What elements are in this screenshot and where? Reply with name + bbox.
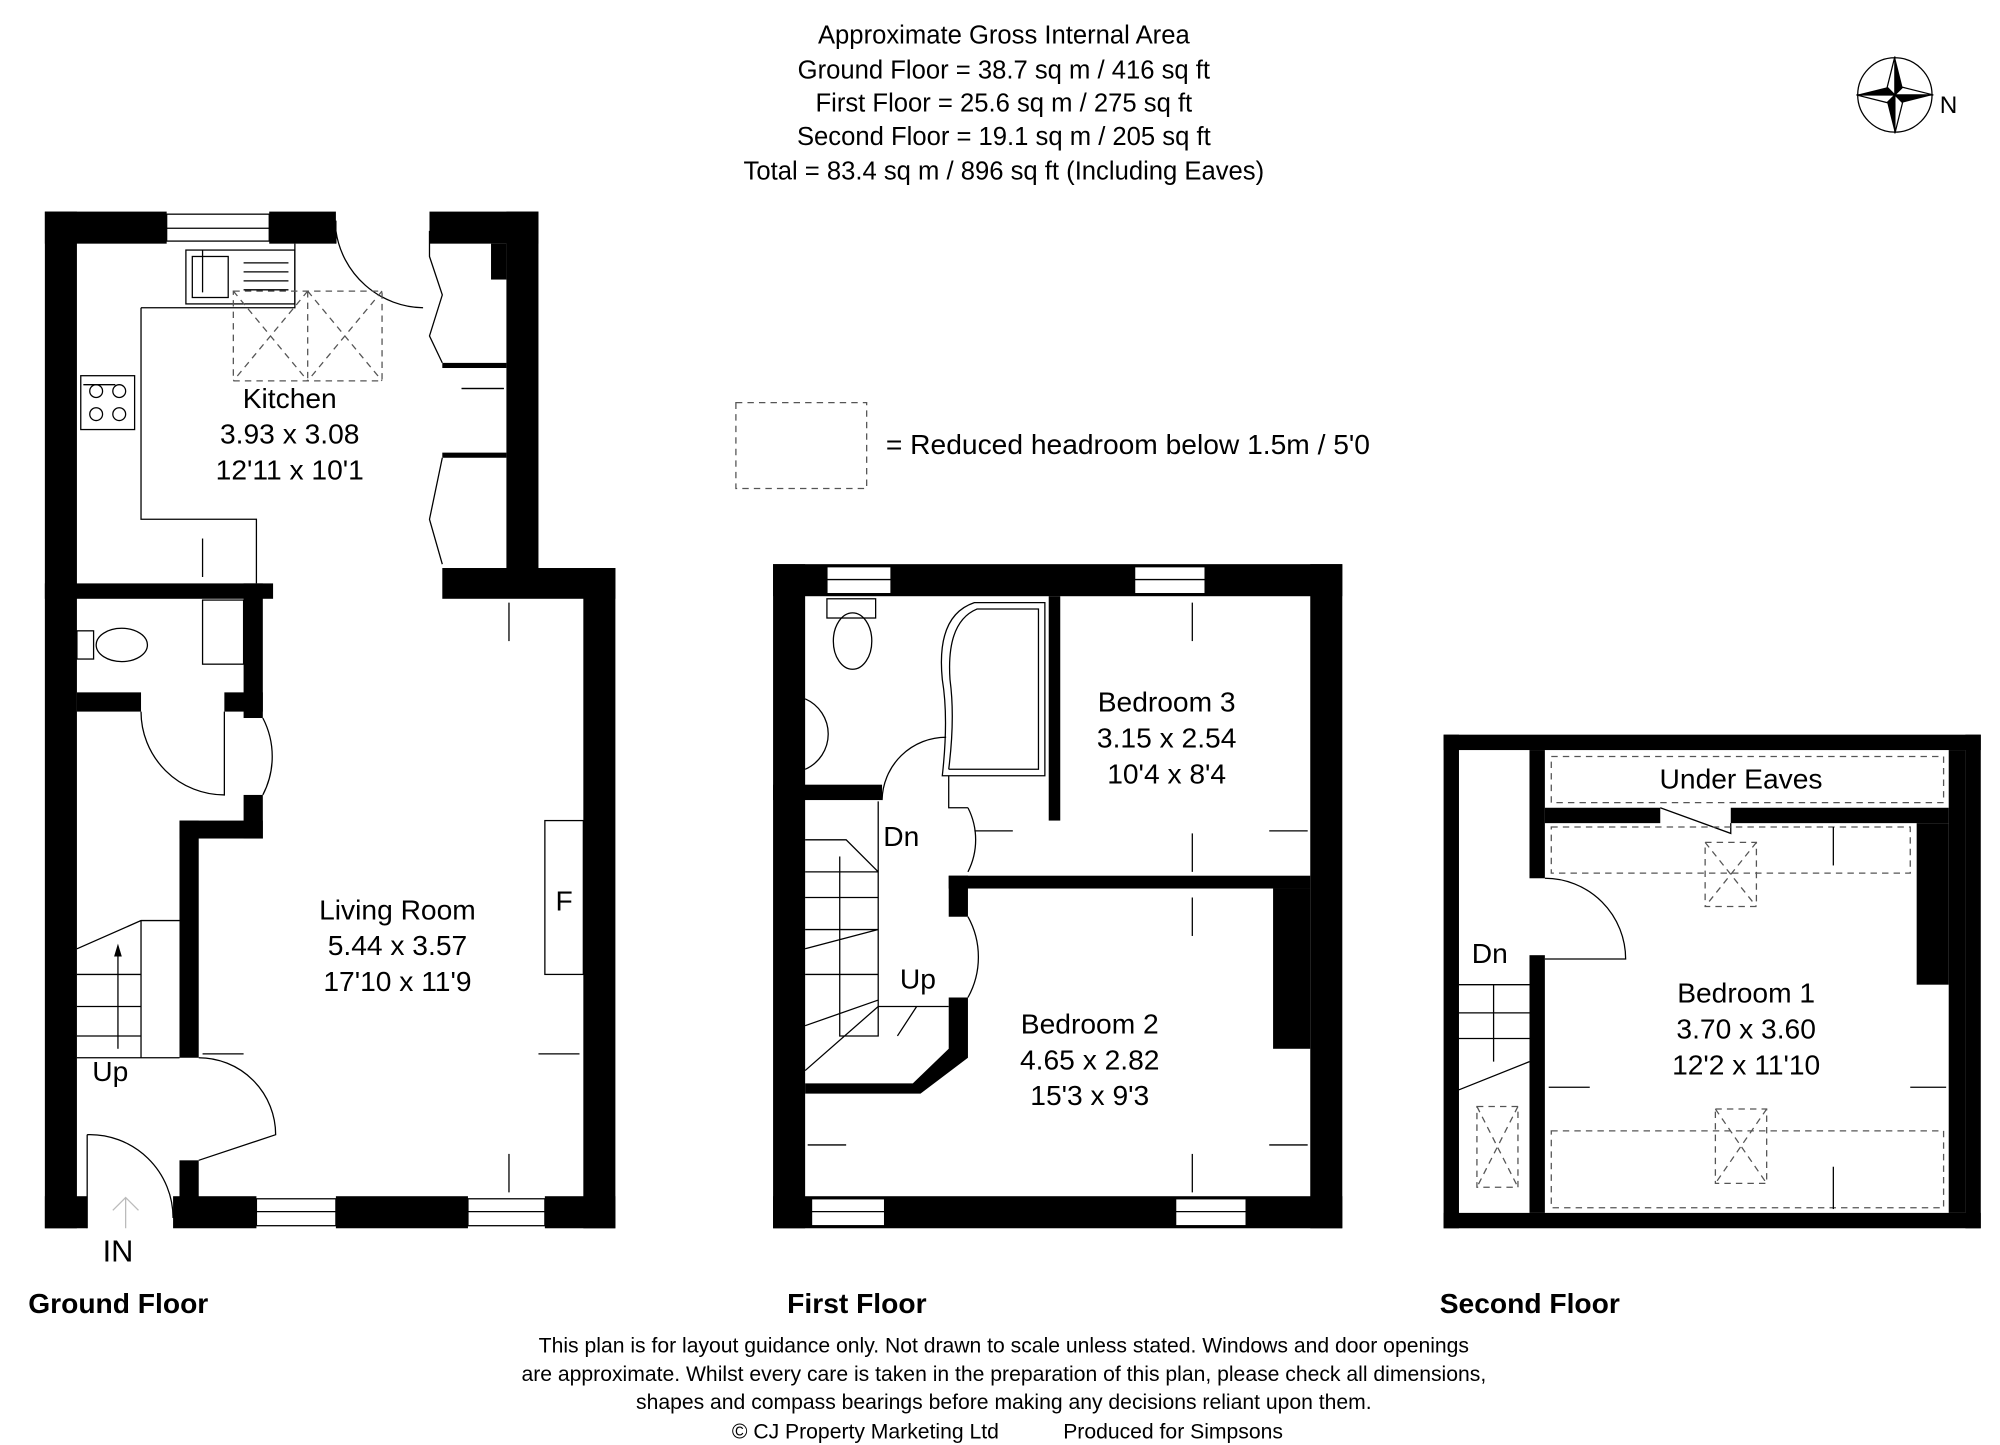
entrance-label: IN [103,1234,134,1269]
disclaimer-line-1: This plan is for layout guidance only. N… [539,1335,1469,1358]
compass-rose-icon: N [1856,56,1958,134]
bedroom-3-name: Bedroom 3 [1098,686,1236,718]
area-first: First Floor = 25.6 sq m / 275 sq ft [815,90,1192,118]
disclaimer-line-2: are approximate. Whilst every care is ta… [521,1363,1486,1386]
area-second: Second Floor = 19.1 sq m / 205 sq ft [797,123,1211,151]
second-stairs-down: Dn [1472,937,1508,969]
bedroom-1-name: Bedroom 1 [1677,977,1815,1009]
first-stairs-up: Up [900,963,936,995]
bedroom-3-metric: 3.15 x 2.54 [1097,721,1236,753]
first-floor-label: First Floor [787,1287,926,1319]
ground-floor-plan: F Up IN Kitchen 3.93 x 3.08 12'11 x 10'1… [44,211,616,1269]
area-total: Total = 83.4 sq m / 896 sq ft (Including… [744,158,1265,186]
area-ground: Ground Floor = 38.7 sq m / 416 sq ft [798,56,1210,84]
first-stairs-down: Dn [883,820,919,852]
ground-stairs-up: Up [92,1055,128,1087]
compass-north-label: N [1940,92,1958,119]
ground-floor-label: Ground Floor [28,1287,208,1319]
area-summary: Approximate Gross Internal Area Ground F… [744,22,1265,186]
bedroom-2-metric: 4.65 x 2.82 [1020,1043,1159,1075]
bedroom-3-imperial: 10'4 x 8'4 [1107,757,1226,789]
living-room-name: Living Room [319,893,476,925]
under-eaves-label: Under Eaves [1660,763,1823,795]
bedroom-1-imperial: 12'2 x 11'10 [1672,1048,1820,1080]
dimension-arrows [1548,826,1947,1210]
second-floor-plan: Dn Under Eaves Bedroom 1 3.70 x 3.60 12'… [1443,734,1981,1229]
produced-for: Produced for Simpsons [1063,1421,1283,1444]
kitchen-metric: 3.93 x 3.08 [220,418,359,450]
kitchen-name: Kitchen [243,382,337,414]
copyright: © CJ Property Marketing Ltd [732,1421,999,1444]
living-room-metric: 5.44 x 3.57 [328,929,467,961]
living-room-imperial: 17'10 x 11'9 [323,965,471,997]
area-title: Approximate Gross Internal Area [818,22,1190,50]
bedroom-2-name: Bedroom 2 [1021,1007,1159,1039]
bedroom-2-imperial: 15'3 x 9'3 [1030,1079,1149,1111]
kitchen-imperial: 12'11 x 10'1 [216,454,364,486]
second-floor-label: Second Floor [1440,1287,1620,1319]
first-floor-plan: Dn Up Bedroom 3 3.15 x 2.54 10'4 x 8'4 B… [773,564,1343,1229]
dimension-arrows [807,602,1308,1193]
legend-text: = Reduced headroom below 1.5m / 5'0 [886,428,1370,460]
fireplace-label: F [555,884,572,916]
disclaimer-line-3: shapes and compass bearings before makin… [636,1391,1372,1414]
legend: = Reduced headroom below 1.5m / 5'0 [735,401,1370,490]
dimension-arrows [83,250,580,1193]
disclaimer: This plan is for layout guidance only. N… [521,1335,1486,1444]
bedroom-1-metric: 3.70 x 3.60 [1676,1013,1815,1045]
